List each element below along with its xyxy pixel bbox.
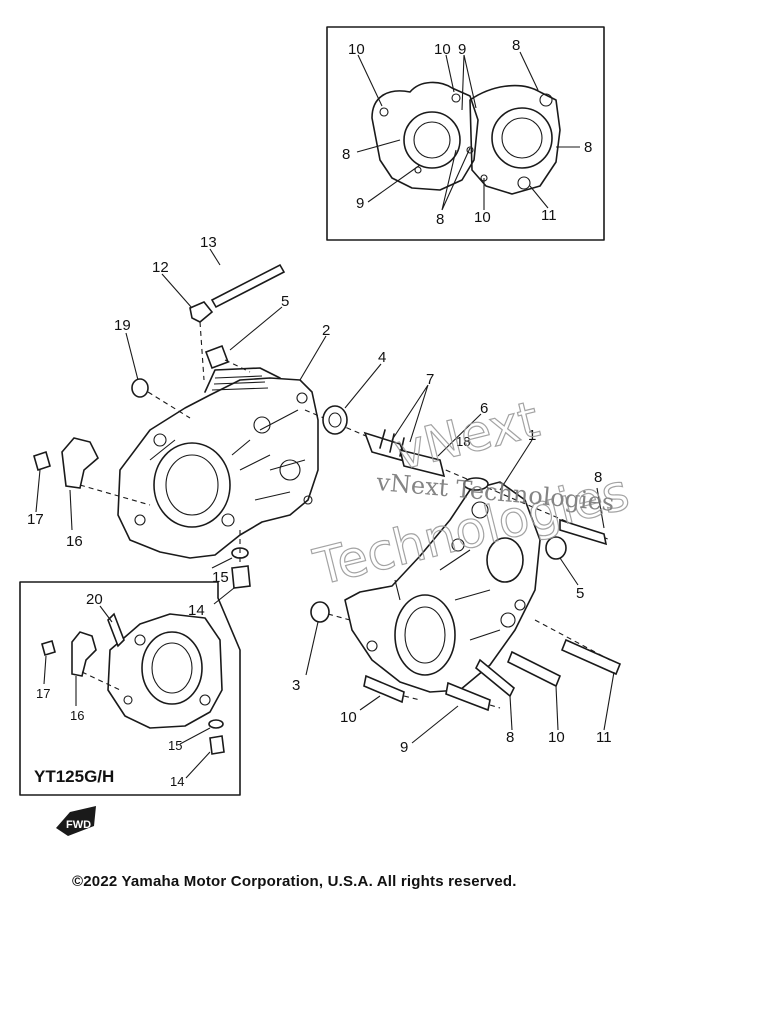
variant-label: YT125G/H [34,767,114,786]
callout-7: 7 [426,371,434,388]
inset-callout-8a: 8 [512,37,520,54]
bolt-8-top [559,518,608,546]
variant-bolt-17 [41,639,56,657]
inset-callout-10c: 10 [474,209,491,226]
top-inset: 10 10 9 8 8 8 9 8 10 11 [326,26,605,241]
dowel-5-right [545,536,567,560]
crankcase-left-body [117,377,319,559]
callout-3: 3 [292,677,300,694]
callout-12: 12 [152,259,169,276]
forward-arrow-icon: FWD [56,806,96,836]
forward-mark: FWD [66,819,91,831]
callout-6: 6 [480,400,488,417]
case-bolts [363,518,622,712]
variant-plug-14 [209,735,225,755]
inset-callout-11: 11 [541,207,557,224]
variant-callout-20: 20 [86,591,103,608]
callout-13: 13 [200,234,217,251]
callout-15: 15 [212,569,229,586]
inset-callout-8d: 8 [436,211,444,228]
fitting-12 [189,301,214,323]
callout-17: 17 [27,511,44,528]
clip-20 [107,612,125,648]
watermark-line1: vNext [389,390,545,482]
callout-11: 11 [596,729,612,746]
variant-case-body [107,613,223,729]
variant-callout-17: 17 [36,686,50,701]
variant-callout-15: 15 [168,738,182,753]
crankcase-right-body [344,481,541,693]
washer-19 [131,378,149,398]
callout-16: 16 [66,533,83,550]
variant-plate-16 [71,631,97,677]
inset-bore-right [491,107,553,169]
crank-bearing-assembly [304,405,611,541]
crankcase-right [344,477,541,693]
dowel-5-upper [204,344,230,370]
inset-callout-10b: 10 [434,41,451,58]
callout-4: 4 [378,349,386,366]
callout-1: 1 [528,427,536,444]
callout-5-upper: 5 [281,293,289,310]
callout-8-top: 8 [594,469,602,486]
crankcase-left [117,367,319,559]
inset-callout-8c: 8 [584,139,592,156]
variant-callout-16: 16 [70,708,84,723]
variant-inset: 20 17 16 15 14 YT125G/H [19,581,241,796]
plug-14 [231,565,251,589]
watermark: vNext Technologies vNext Technologies [307,389,635,597]
crankcase-right-bore [394,594,456,676]
plate-16 [61,437,99,489]
bolt-17 [33,450,51,472]
shaft-6 [398,448,446,478]
variant-gasket-15 [208,719,224,729]
inset-callout-9a: 9 [458,41,466,58]
callout-2: 2 [322,322,330,339]
inset-callout-9b: 9 [356,195,364,212]
pipe-13 [210,263,286,309]
seal-18 [463,477,489,491]
inset-case-left [371,81,479,191]
inset-bore-left [403,111,461,169]
callout-14: 14 [188,602,205,619]
inset-case-right [469,84,561,195]
callout-19: 19 [114,317,131,334]
callout-10-right: 10 [548,729,565,746]
variant-inset-frame [19,581,241,796]
dowel-4 [322,405,348,435]
callout-5-right: 5 [576,585,584,602]
inset-callout-10a: 10 [348,41,365,58]
callout-9: 9 [400,739,408,756]
copyright-notice: ©2022 Yamaha Motor Corporation, U.S.A. A… [72,873,517,890]
callout-10-left: 10 [340,709,357,726]
inset-callout-8b: 8 [342,146,350,163]
dowel-3 [310,601,330,623]
variant-callout-14: 14 [170,774,184,789]
breather-assembly [189,263,286,381]
callout-18: 18 [456,434,470,449]
top-inset-frame [326,26,605,241]
crankcase-left-bore [153,442,231,528]
callout-8-bottom: 8 [506,729,514,746]
